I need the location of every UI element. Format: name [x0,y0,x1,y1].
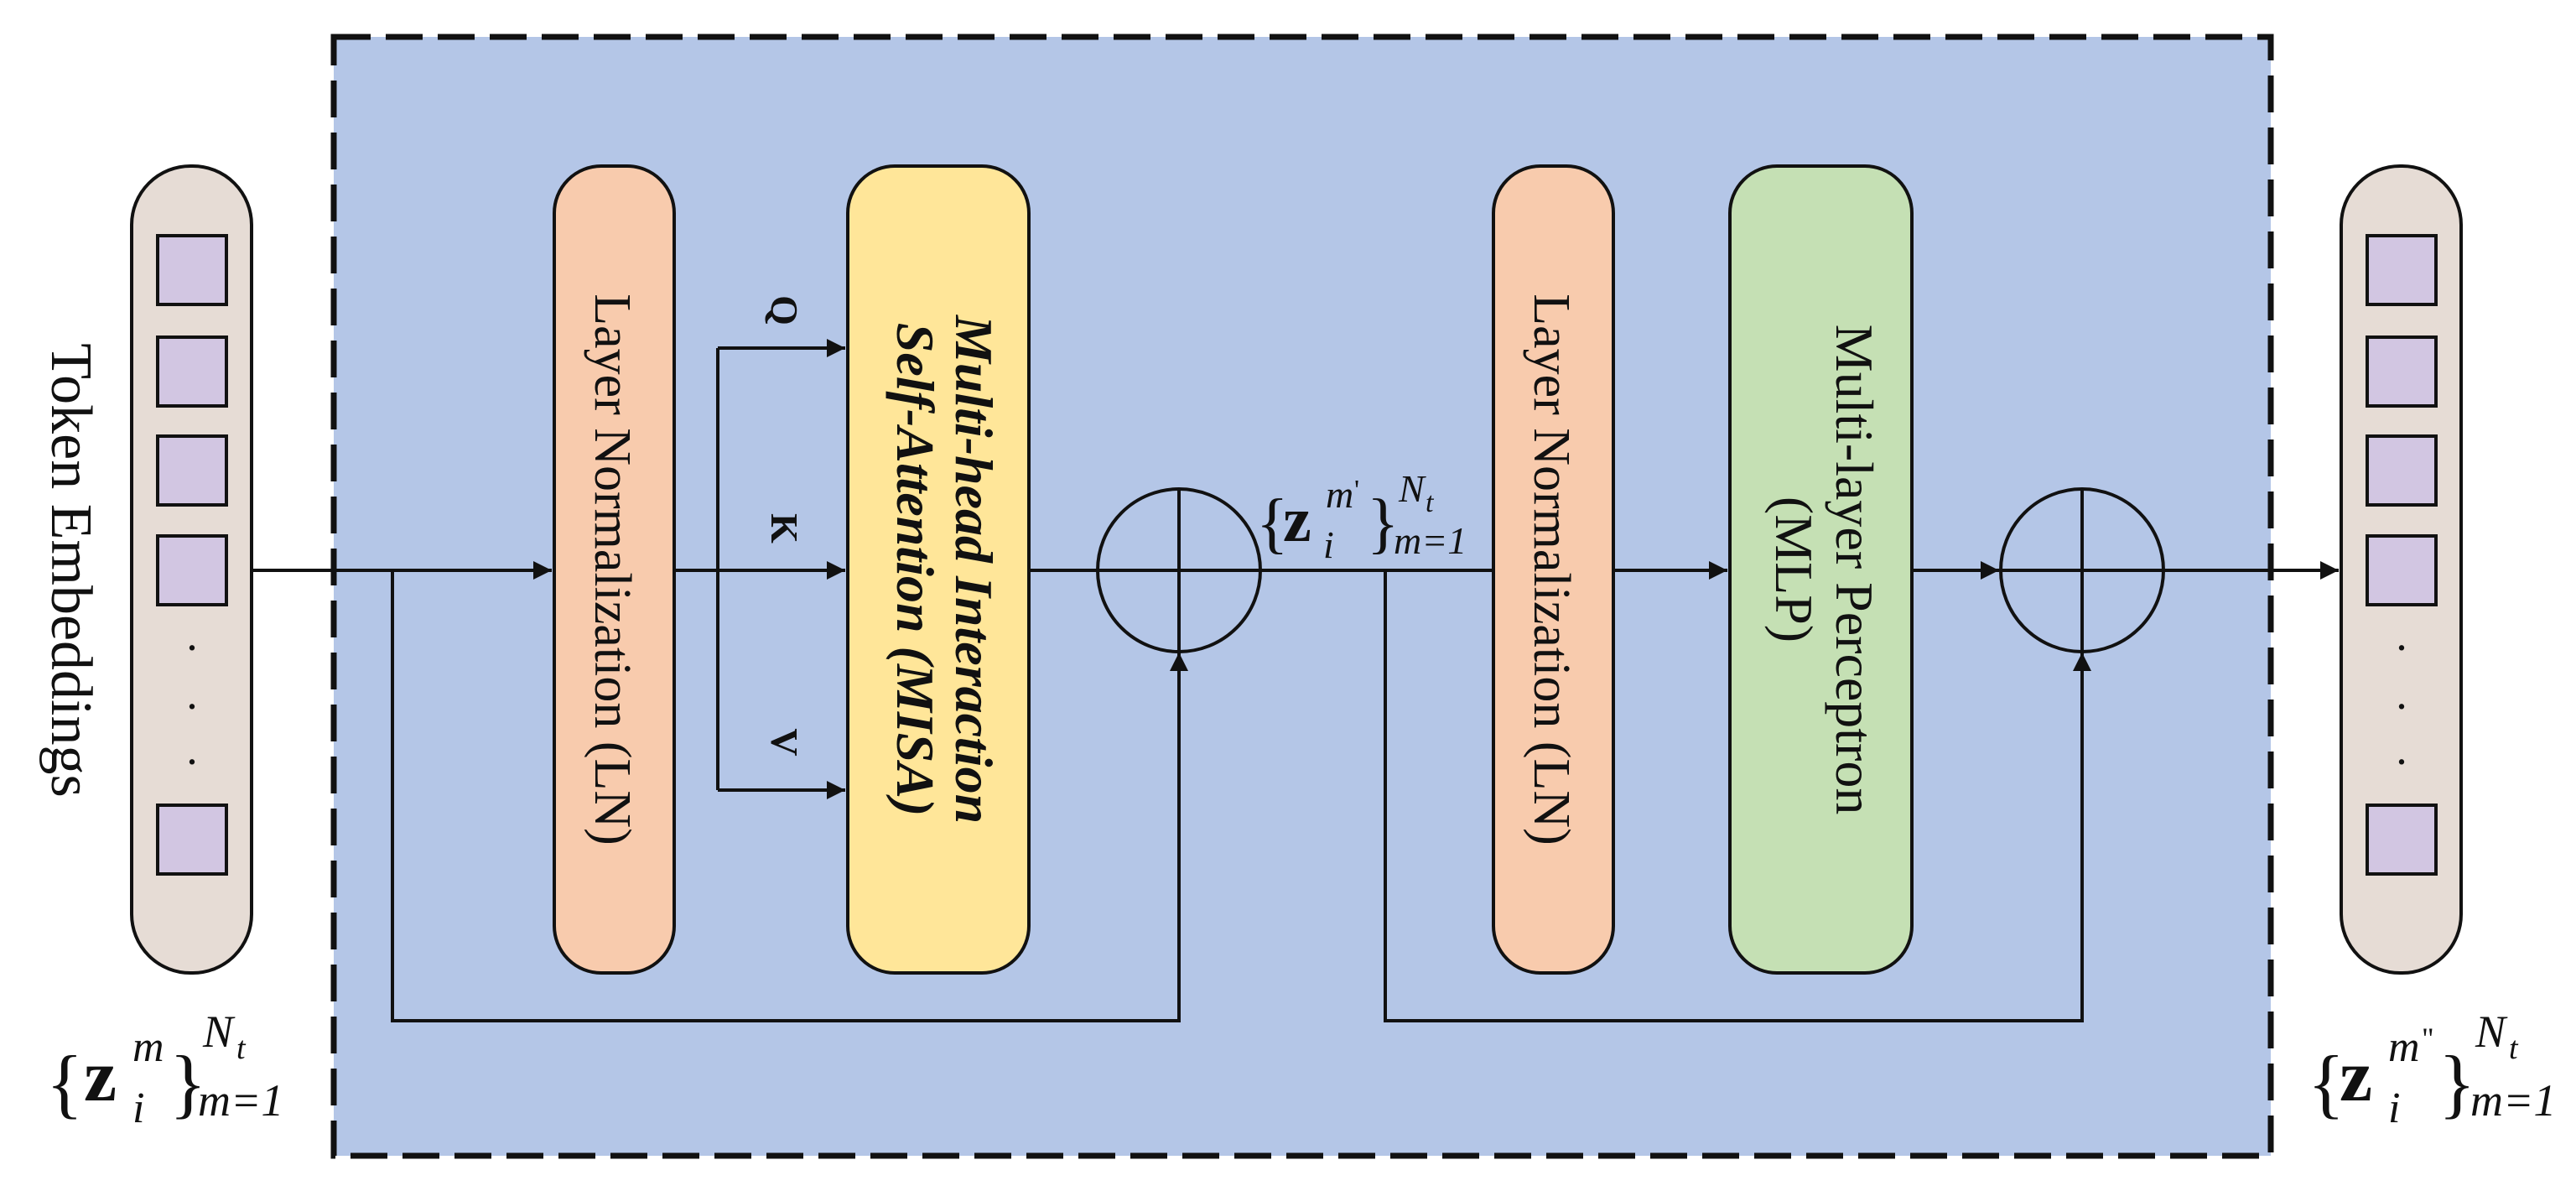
output-ellipsis-dot: · [2394,622,2409,673]
output-token-square [2366,434,2438,507]
output-set-lower: m=1 [2470,1075,2556,1126]
misa-label-line2: Self-Attention (MISA) [886,323,945,817]
output-token-square [2366,335,2438,408]
output-set-upper: N [2475,1006,2508,1057]
q-label: Q [763,295,806,325]
flow-connectors [252,339,2339,1022]
input-token-square [156,534,228,606]
output-set-upper-sub: t [2509,1031,2519,1066]
input-token-square [156,804,228,876]
middle-set-upper: N [1398,467,1426,510]
residual-1-path [391,570,1188,1022]
output-set-open-brace: { [2308,1040,2345,1126]
mlp-label-line2: (MLP) [1764,497,1824,642]
input-token-square [156,234,228,306]
input-token-column: · · · [130,164,253,975]
middle-set-prime: ' [1354,475,1359,506]
mlp-label-line1: Multi-layer Perceptron [1825,325,1884,815]
output-set-sub: i [2388,1084,2400,1132]
output-ellipsis-dot: · [2394,681,2409,731]
misa-label-line1: Multi-head Interaction [944,315,1004,824]
input-ellipsis-dot: · [184,681,200,731]
output-token-square [2366,234,2438,306]
middle-set-sup: m [1326,473,1353,516]
output-set-prime: " [2422,1022,2434,1055]
output-ellipsis-dot: · [2394,736,2409,787]
k-label: K [763,513,806,543]
input-set-lower: m=1 [198,1075,283,1126]
input-set-label: { z m i } N t m=1 [46,1006,283,1132]
output-set-label: { z m " i } N t m=1 [2308,1006,2556,1132]
input-set-upper-sub: t [236,1031,247,1066]
middle-set-open-brace: { [1256,486,1288,560]
input-set-upper: N [202,1006,236,1057]
middle-set-close-brace: } [1367,486,1399,560]
output-set-sup: m [2388,1023,2420,1071]
output-set-close-brace: } [2438,1040,2475,1126]
middle-set-z: z [1283,485,1311,555]
middle-set-label: { z m ' i } N t m=1 [1256,467,1467,566]
middle-set-upper-sub: t [1426,487,1435,518]
middle-set-lower: m=1 [1394,519,1467,562]
add-node-1 [1096,487,1262,653]
input-token-square [156,434,228,507]
layer-norm-2-label: Layer Normalization (LN) [1523,294,1580,845]
input-set-sub: i [132,1084,144,1132]
layer-norm-1-label: Layer Normalization (LN) [584,294,641,845]
input-ellipsis-dot: · [184,622,200,673]
input-set-close-brace: } [169,1040,206,1126]
output-token-column: · · · [2340,164,2463,975]
output-token-square [2366,534,2438,606]
output-token-square [2366,804,2438,876]
input-set-z: z [84,1036,117,1117]
input-set-open-brace: { [46,1040,83,1126]
middle-set-sub: i [1323,523,1334,566]
input-ellipsis-dot: · [184,736,200,787]
input-token-square [156,335,228,408]
residual-2-path [1384,570,2091,1022]
v-label: V [763,728,806,756]
input-set-sup: m [132,1023,164,1071]
output-set-z: z [2340,1036,2372,1117]
add-node-2 [1999,487,2165,653]
token-embeddings-label: Token Embeddings [39,343,103,797]
